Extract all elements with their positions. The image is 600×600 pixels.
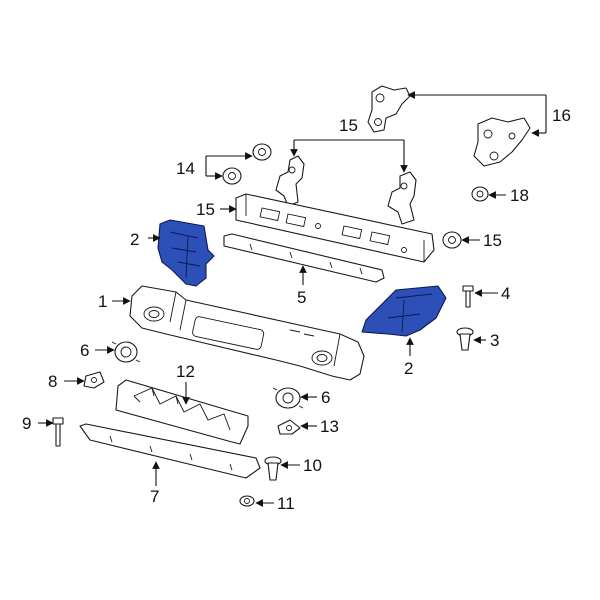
part-10-push-pin[interactable] bbox=[264, 456, 282, 481]
part-2-bracket-right-highlighted[interactable] bbox=[361, 285, 447, 337]
part-16-bracket-left[interactable] bbox=[275, 155, 305, 207]
part-15-nut-b[interactable] bbox=[222, 167, 242, 185]
part-17-bracket-left[interactable] bbox=[367, 85, 411, 133]
callout-5: 5 bbox=[297, 288, 306, 307]
part-6-bezel-right[interactable] bbox=[272, 387, 304, 409]
callout-6-right: 6 bbox=[321, 388, 330, 407]
callout-9: 9 bbox=[22, 414, 31, 433]
part-13-clip[interactable] bbox=[277, 419, 301, 435]
callout-14: 15 bbox=[196, 200, 215, 219]
part-7-lower-valance[interactable] bbox=[79, 423, 261, 479]
callout-2-left: 2 bbox=[130, 230, 139, 249]
callout-1: 1 bbox=[98, 292, 107, 311]
callout-12: 12 bbox=[176, 362, 195, 381]
leader-16 bbox=[290, 139, 408, 173]
callout-15-right: 15 bbox=[483, 231, 502, 250]
leader-17 bbox=[407, 91, 547, 137]
part-1-bumper[interactable] bbox=[129, 285, 365, 381]
part-5-support-strip[interactable] bbox=[223, 233, 385, 283]
callout-13: 13 bbox=[320, 417, 339, 436]
callout-2-right: 2 bbox=[404, 359, 413, 378]
part-4-bolt[interactable] bbox=[462, 285, 474, 308]
part-11-nut[interactable] bbox=[239, 495, 255, 507]
callout-8: 8 bbox=[48, 372, 57, 391]
part-3-fastener[interactable] bbox=[456, 327, 474, 351]
callout-10: 10 bbox=[303, 456, 322, 475]
leader-15-left bbox=[205, 152, 253, 180]
callout-18: 18 bbox=[510, 186, 529, 205]
callout-15-left: 14 bbox=[176, 159, 195, 178]
part-6-bezel-left[interactable] bbox=[111, 341, 141, 363]
part-15-nut-a[interactable] bbox=[252, 143, 272, 161]
part-8-clip[interactable] bbox=[83, 371, 105, 389]
callout-6-left: 6 bbox=[80, 341, 89, 360]
callout-7: 7 bbox=[150, 487, 159, 506]
part-17-bracket-right[interactable] bbox=[473, 117, 531, 167]
part-18-nut[interactable] bbox=[471, 186, 489, 202]
callout-11: 11 bbox=[277, 494, 295, 513]
part-15-nut-c[interactable] bbox=[442, 231, 462, 249]
callout-4: 4 bbox=[501, 284, 510, 303]
part-14-reinforcement-beam[interactable] bbox=[235, 193, 435, 263]
part-9-bolt[interactable] bbox=[52, 417, 64, 447]
callout-3: 3 bbox=[490, 331, 499, 350]
callout-16: 15 bbox=[339, 116, 358, 135]
part-12-skid-plate[interactable] bbox=[115, 379, 249, 445]
part-16-bracket-right[interactable] bbox=[387, 171, 417, 225]
callout-17: 16 bbox=[552, 106, 571, 125]
part-2-bracket-left-highlighted[interactable] bbox=[157, 219, 215, 287]
